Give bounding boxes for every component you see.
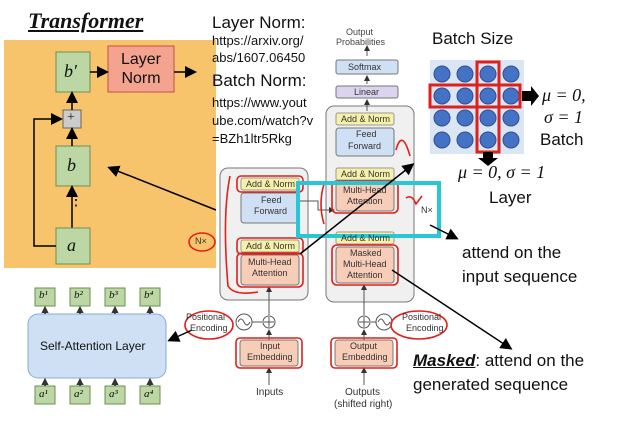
output-embedding-2: Embedding [342, 352, 388, 362]
nx-label-right: N× [421, 205, 433, 215]
plus-label: + [67, 110, 75, 125]
batch-size-label: Batch Size [432, 29, 514, 48]
dec-feed-forward-1: Feed [356, 129, 377, 139]
b3-label: b³ [109, 289, 118, 301]
layer-label: Layer [489, 188, 532, 207]
masked-rest: : attend on the [475, 351, 585, 370]
residual-connection [33, 113, 63, 247]
batch-norm-url-2[interactable]: ube.com/watch?v [212, 113, 314, 128]
output-probabilities-2: Probabilities [336, 37, 386, 47]
a1-label: a¹ [39, 388, 48, 400]
enc-add-norm-2: Add & Norm [246, 179, 296, 189]
input-embedding-2: Embedding [247, 352, 293, 362]
output-probabilities-1: Output [346, 27, 374, 37]
a4-label: a⁴ [144, 388, 154, 400]
a3-label: a³ [109, 388, 118, 400]
self-attention-layer-box [27, 313, 167, 379]
batch-sigma: σ = 1 [544, 107, 584, 127]
self-attention-label: Self-Attention Layer [40, 339, 146, 353]
a-box [55, 227, 91, 265]
a-label: a [67, 235, 76, 255]
dec-add-norm-2: Add & Norm [341, 169, 391, 179]
dec-add-norm-1: Add & Norm [341, 233, 391, 243]
batch-mu: μ = 0, [542, 85, 586, 105]
b4-label: b⁴ [144, 289, 154, 301]
layer-norm-box [107, 45, 175, 93]
masked-word: Masked [413, 351, 476, 370]
transformer-title: Transformer [28, 8, 144, 33]
pos-enc-right-2: Encoding [406, 323, 444, 333]
masked-mha-3: Attention [347, 270, 383, 280]
output-embedding-1: Output [350, 341, 378, 351]
enc-feed-forward-1: Feed [261, 195, 282, 205]
pos-enc-right-1: Positional [402, 312, 442, 322]
input-embedding-1: Input [260, 341, 281, 351]
masked-mha-1: Masked [350, 248, 382, 258]
outputs-label-1: Outputs [345, 387, 381, 398]
outputs-label-2: (shifted right) [334, 399, 393, 410]
cross-attention-highlight [296, 181, 441, 238]
masked-annotation: Masked: attend on the [413, 352, 584, 369]
dec-mha-1: Multi-Head [343, 185, 387, 195]
batch-norm-url-3[interactable]: =BZh1ltr5Rkg [212, 131, 292, 146]
linear-label: Linear [354, 87, 380, 97]
b1-label: b¹ [39, 289, 48, 301]
softmax-label: Softmax [348, 62, 382, 72]
enc-mha-1: Multi-Head [248, 257, 292, 267]
layer-norm-label: Layer Norm [120, 51, 162, 87]
enc-add-norm-1: Add & Norm [246, 241, 296, 251]
dec-mha-2: Attention [347, 196, 383, 206]
batch-norm-url-1[interactable]: https://www.yout [212, 95, 307, 110]
dec-feed-forward-2: Forward [348, 141, 382, 151]
inputs-label: Inputs [256, 387, 284, 398]
batch-label: Batch [540, 130, 584, 149]
dec-add-norm-3: Add & Norm [341, 114, 391, 124]
enc-feed-forward-2: Forward [254, 206, 288, 216]
b2-label: b² [74, 289, 83, 301]
layer-norm-url-1[interactable]: https://arxiv.org/ [212, 33, 304, 48]
a2-label: a² [74, 388, 83, 400]
nx-label-left: N× [195, 236, 207, 246]
b-prime-label: b′ [64, 61, 77, 81]
attend-input-1: attend on the [462, 243, 562, 262]
pos-enc-left-2: Encoding [190, 323, 228, 333]
masked-mha-2: Multi-Head [343, 259, 387, 269]
dots-label: ⋮ [68, 192, 84, 209]
attend-input-2: input sequence [462, 267, 578, 286]
b-prime-box [55, 51, 91, 93]
generated-sequence: generated sequence [413, 375, 569, 394]
pos-enc-left-1: Positional [186, 312, 226, 322]
layer-mu-sigma: μ = 0, σ = 1 [458, 162, 546, 182]
batch-norm-ref-title: Batch Norm: [212, 71, 307, 90]
enc-mha-2: Attention [252, 268, 288, 278]
b-label: b [67, 155, 76, 175]
layer-norm-ref-title: Layer Norm: [212, 13, 306, 32]
batch-highlight-row [428, 83, 522, 109]
layer-norm-url-2[interactable]: abs/1607.06450 [212, 50, 306, 65]
